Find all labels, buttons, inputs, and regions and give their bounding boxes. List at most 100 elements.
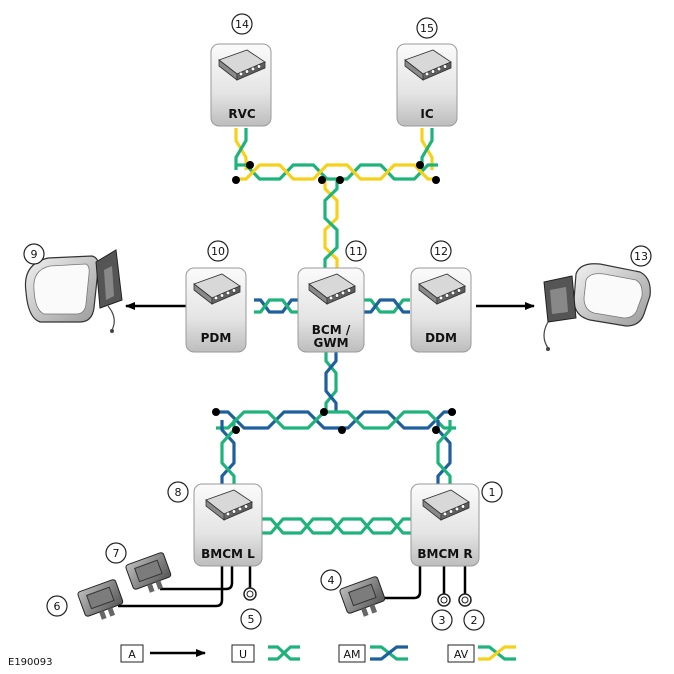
- callout-12-circle: [430, 240, 452, 262]
- callout-1-circle: [481, 481, 503, 503]
- av-bus: [236, 163, 438, 181]
- u-riser-a: [324, 352, 338, 412]
- legend-am-box: [338, 644, 366, 663]
- switch-lower-left: [77, 579, 124, 620]
- callout-11: 11: [345, 240, 367, 262]
- switch-upper-left: [125, 552, 172, 593]
- bcm-gwm-module-chip-pin-0: [328, 295, 334, 301]
- callout-8: 8: [167, 481, 189, 503]
- bcm-gwm-module-chip-icon: [308, 273, 356, 305]
- callout-5-number: 5: [248, 613, 255, 626]
- ddm-module-chip-icon: [418, 273, 466, 305]
- pdm-module-chip-pin-0: [213, 295, 219, 301]
- ddm-module-chip-pin-2: [450, 290, 456, 296]
- legend-u-pair: [268, 645, 300, 661]
- pdm-module-chip-pin-3: [231, 288, 237, 293]
- junction-dot-2: [318, 176, 326, 184]
- callout-14-number: 14: [235, 18, 249, 31]
- junction-dot-8: [320, 408, 328, 416]
- bcm-gwm-module-chip-pin-3: [346, 288, 352, 293]
- u-drop-left-a: [220, 420, 236, 486]
- sensor-right-inner: [437, 593, 451, 607]
- bmcm-r-module-chip-pin-1: [448, 509, 454, 514]
- pdm-bcm-link: [254, 298, 298, 314]
- junction-dots: [212, 161, 456, 434]
- callout-14-circle: [231, 13, 253, 35]
- bmcm-l-module-chip-pin-1: [231, 509, 237, 514]
- ic-module-chip-pin-0: [424, 71, 430, 77]
- bcm-gwm-module-chip-pin-1: [334, 293, 340, 298]
- rvc-module: [210, 43, 272, 127]
- left-mirror: [24, 249, 123, 333]
- junction-dot-6: [212, 408, 220, 416]
- callout-13-circle: [630, 245, 652, 267]
- callout-15-circle: [416, 17, 438, 39]
- ddm-module-chip-pin-3: [456, 288, 462, 293]
- legend-u-twist: [268, 645, 300, 661]
- rvc-label: RVC: [228, 107, 256, 121]
- bmcm-r-label: BMCM R: [417, 547, 472, 561]
- sensor-left: [243, 587, 257, 601]
- legend-u-pair-b: [268, 645, 300, 661]
- rvc-module-chip-pin-3: [256, 64, 262, 69]
- callout-9-circle: [23, 243, 45, 265]
- u-riser-b: [324, 352, 338, 412]
- callout-1-number: 1: [489, 486, 496, 499]
- bmcm-r-module: [410, 483, 480, 567]
- callout-4: 4: [320, 569, 342, 591]
- bmcm-r-module-chip-pin-0: [442, 511, 448, 517]
- callout-13: 13: [630, 245, 652, 267]
- callout-7: 7: [105, 542, 127, 564]
- callout-8-circle: [167, 481, 189, 503]
- av-bus-b: [236, 163, 438, 181]
- junction-dot-1: [246, 161, 254, 169]
- callout-12: 12: [430, 240, 452, 262]
- callout-3-circle: [431, 609, 453, 631]
- pdm-bcm-link-b: [254, 298, 298, 314]
- bcm-gwm-module-chip-pin-2: [340, 290, 346, 296]
- bcm-label-line2: GWM: [313, 336, 348, 350]
- callout-1: 1: [481, 481, 503, 503]
- rvc-module-chip-icon: [218, 49, 266, 81]
- legend-am-pair: [370, 645, 408, 661]
- switch-right: [339, 576, 386, 617]
- callout-11-circle: [345, 240, 367, 262]
- bmcm-l-module-chip-pin-3: [243, 504, 249, 509]
- bmcm-l-module-chip-pin-0: [225, 511, 231, 517]
- callout-5: 5: [240, 608, 262, 630]
- callout-6-circle: [46, 595, 68, 617]
- ic-module-chip-pin-3: [442, 64, 448, 69]
- legend-av-pair: [478, 645, 516, 661]
- u-bus: [216, 410, 456, 430]
- callout-7-number: 7: [113, 547, 120, 560]
- junction-dot-7: [232, 426, 240, 434]
- bmcm-l-module: [193, 483, 263, 567]
- figure-id: E190093: [8, 657, 53, 668]
- callout-2: 2: [463, 609, 485, 631]
- junction-dot-4: [416, 161, 424, 169]
- legend: A U AM AV: [120, 644, 516, 663]
- pdm-module-chip-pin-2: [225, 290, 231, 296]
- right-mirror: [543, 263, 651, 351]
- bcm-ddm-link: [364, 298, 410, 314]
- u-bus-b: [216, 410, 456, 430]
- callout-12-number: 12: [434, 245, 448, 258]
- callout-8-number: 8: [175, 486, 182, 499]
- bmcm-r-switch-link: [380, 566, 422, 600]
- legend-am-key: AM: [343, 648, 360, 661]
- rvc-module-chip-pin-1: [244, 69, 250, 74]
- callout-2-number: 2: [471, 614, 478, 627]
- ic-module-chip-icon: [404, 49, 452, 81]
- bmcm-r-module-chip-icon: [422, 489, 470, 521]
- callout-10-circle: [207, 240, 229, 262]
- ic-module-chip-pin-1: [430, 69, 436, 74]
- legend-av-twist: [478, 645, 516, 661]
- bmcm-l-switch-upper-link: [160, 566, 234, 591]
- pdm-module: [185, 267, 247, 353]
- junction-dot-0: [232, 176, 240, 184]
- callout-6-number: 6: [54, 600, 61, 613]
- sensor-right-outer: [458, 593, 472, 607]
- callout-13-number: 13: [634, 250, 648, 263]
- bmcm-r-module-chip-pin-2: [454, 506, 460, 512]
